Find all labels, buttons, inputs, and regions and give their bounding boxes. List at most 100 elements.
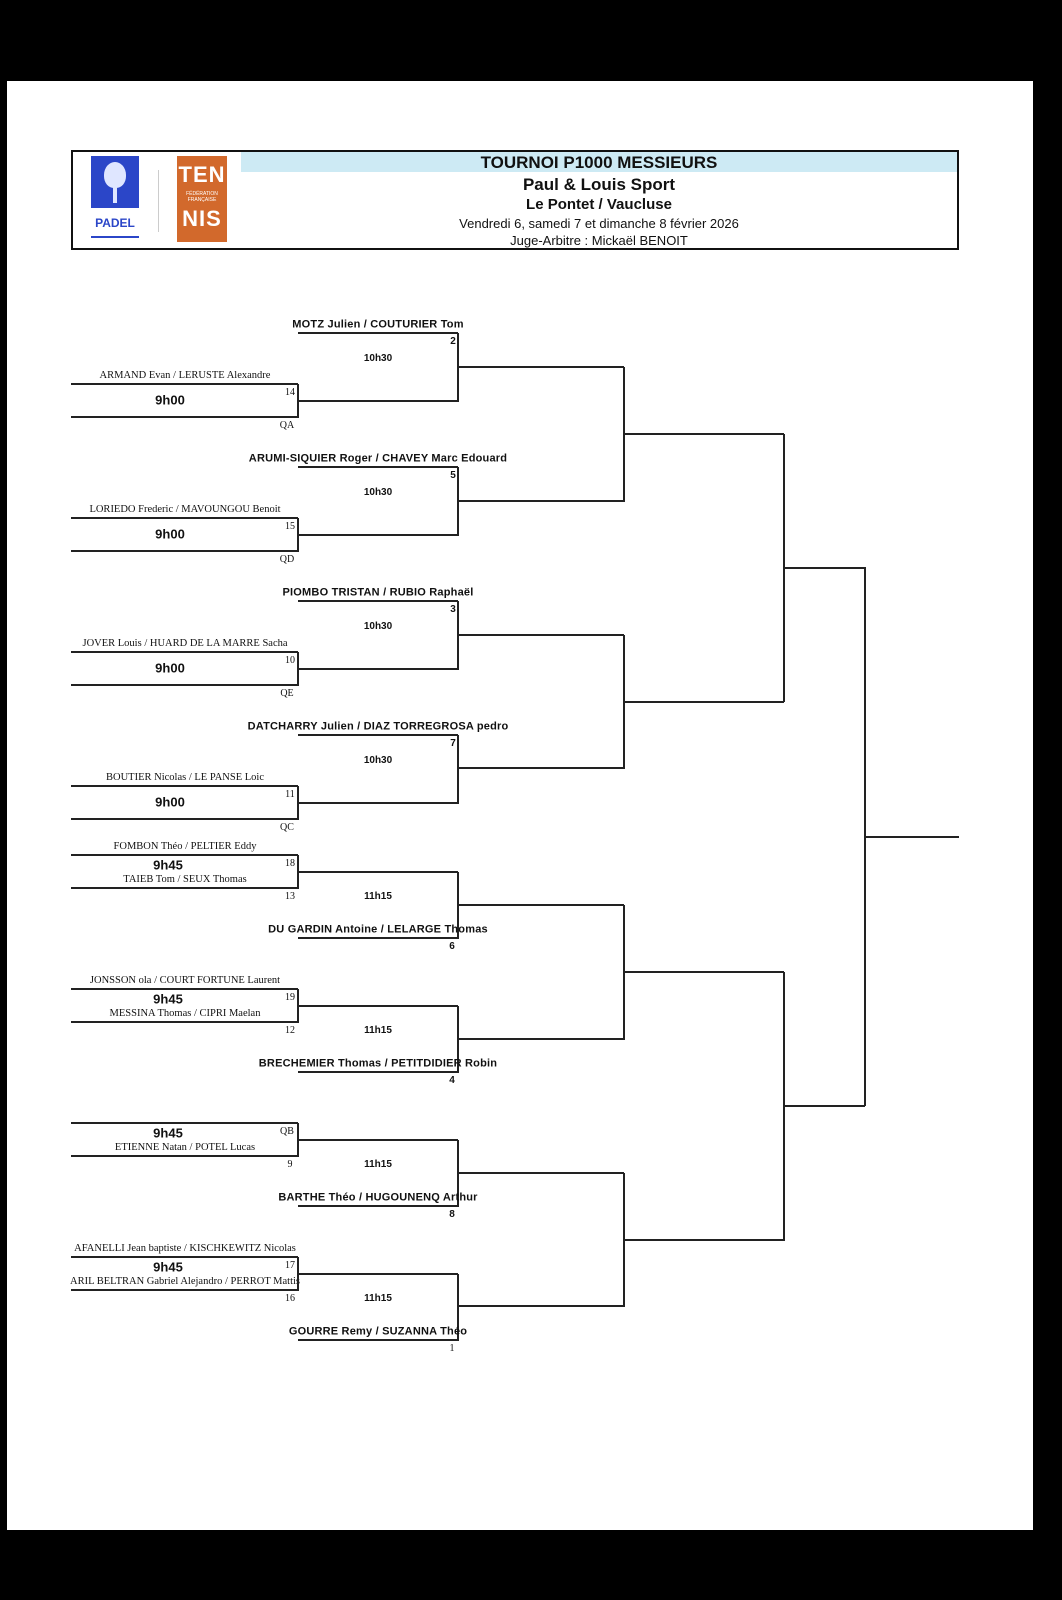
bracket-line <box>71 651 298 653</box>
bracket-line <box>71 383 298 385</box>
padel-logo: PADEL <box>89 156 141 242</box>
match-time: 11h15 <box>364 1293 392 1304</box>
bracket-line <box>298 802 458 804</box>
bracket-line <box>71 1256 298 1258</box>
seed-team-name: ARUMI-SIQUIER Roger / CHAVEY Marc Edouar… <box>248 452 508 465</box>
bracket-line <box>784 1105 865 1107</box>
bracket-line <box>458 366 624 368</box>
bracket-line <box>458 904 624 906</box>
referee: Juge-Arbitre : Mickaël BENOIT <box>510 233 688 248</box>
bracket-line <box>458 1038 624 1040</box>
bracket-line <box>71 818 298 820</box>
seed-team-name: PIOMBO TRISTAN / RUBIO Raphaël <box>282 586 474 599</box>
draw-number: 14 <box>285 387 295 398</box>
qualifier-team-name: JOVER Louis / HUARD DE LA MARRE Sacha <box>82 637 288 649</box>
bracket-line <box>624 971 784 973</box>
bracket-line <box>71 416 298 418</box>
bracket-line <box>298 668 458 670</box>
club-name: Paul & Louis Sport <box>522 175 676 194</box>
bracket-line <box>71 1155 298 1157</box>
padel-racket-icon <box>91 156 139 208</box>
team-name: TAIEB Tom / SEUX Thomas <box>123 873 247 885</box>
qualifier-label: QE <box>280 688 294 699</box>
tournament-header: PADEL TEN FÉDÉRATION FRANÇAISE NIS TOURN… <box>71 150 959 250</box>
team-name: AFANELLI Jean baptiste / KISCHKEWITZ Nic… <box>74 1242 296 1254</box>
bracket-line <box>784 566 865 569</box>
bracket-line <box>71 988 298 990</box>
seed-number: 4 <box>449 1075 455 1086</box>
seed-team-name: GOURRE Remy / SUZANNA Théo <box>288 1325 468 1338</box>
location: Le Pontet / Vaucluse <box>526 196 672 213</box>
bracket-line <box>298 1205 458 1207</box>
match-time: 11h15 <box>364 1025 392 1036</box>
bracket-line <box>298 1071 458 1073</box>
team-name: ARIL BELTRAN Gabriel Alejandro / PERROT … <box>69 1275 301 1287</box>
qualifier-label: QA <box>279 420 295 431</box>
bracket-line <box>71 550 298 552</box>
padel-logo-text: PADEL <box>95 216 135 230</box>
seed-team-name: BRECHEMIER Thomas / PETITDIDIER Robin <box>258 1057 498 1070</box>
bracket-line <box>71 785 298 787</box>
header-band <box>241 152 957 172</box>
bracket-line <box>298 937 458 939</box>
bracket-line <box>624 1238 784 1241</box>
bracket-line <box>458 500 624 502</box>
bracket-line <box>457 735 459 804</box>
seed-number: 2 <box>450 336 456 347</box>
bracket-line <box>298 1139 458 1141</box>
team-name: FOMBON Théo / PELTIER Eddy <box>113 840 257 852</box>
draw-number: 17 <box>285 1260 295 1271</box>
match-time: 11h15 <box>364 1159 392 1170</box>
bracket-line <box>458 767 624 769</box>
seed-team-name: DU GARDIN Antoine / LELARGE Thomas <box>268 923 488 936</box>
bracket-line <box>624 433 784 435</box>
match-time: 9h45 <box>153 1125 183 1141</box>
tennis-logo-middle: FÉDÉRATION FRANÇAISE <box>186 191 218 203</box>
match-time: 9h45 <box>153 1259 183 1275</box>
bracket-line <box>71 684 298 686</box>
seed-number: 8 <box>449 1209 455 1220</box>
bracket-line <box>71 1021 298 1023</box>
bracket-line <box>298 1005 458 1007</box>
draw-number: 19 <box>285 992 295 1003</box>
match-time: 9h00 <box>155 526 185 542</box>
match-time: 9h45 <box>153 991 183 1007</box>
bracket-line <box>298 1339 458 1341</box>
bracket-line <box>298 400 458 402</box>
qualifier-team-name: BOUTIER Nicolas / LE PANSE Loic <box>106 771 264 783</box>
match-time: 10h30 <box>363 487 393 498</box>
bracket-line <box>71 854 298 856</box>
bracket-line <box>298 1273 458 1275</box>
tennis-logo-top: TEN <box>178 162 226 187</box>
match-time: 9h00 <box>155 794 185 810</box>
tennis-logo-bottom: NIS <box>182 206 222 231</box>
draw-number: 9 <box>287 1159 293 1170</box>
document-page <box>7 81 1033 1530</box>
bracket-line <box>458 1172 624 1174</box>
draw-number: QB <box>280 1126 294 1137</box>
team-name: JONSSON ola / COURT FORTUNE Laurent <box>89 974 281 986</box>
bracket-line <box>71 1122 298 1124</box>
qualifier-label: QC <box>280 822 294 833</box>
bracket-line <box>298 871 458 873</box>
bracket-line <box>71 517 298 519</box>
seed-team-name: BARTHE Théo / HUGOUNENQ Arthur <box>278 1191 478 1204</box>
fft-tennis-logo: TEN FÉDÉRATION FRANÇAISE NIS <box>177 156 227 242</box>
match-time: 9h00 <box>155 660 185 676</box>
bracket-line <box>624 700 784 703</box>
dates: Vendredi 6, samedi 7 et dimanche 8 févri… <box>459 216 739 231</box>
bracket-line <box>298 466 458 468</box>
qualifier-team-name: LORIEDO Frederic / MAVOUNGOU Benoit <box>89 503 281 515</box>
team-name: ETIENNE Natan / POTEL Lucas <box>114 1141 256 1153</box>
seed-number: 1 <box>449 1343 455 1354</box>
bracket-line <box>457 1274 459 1341</box>
seed-team-name: DATCHARRY Julien / DIAZ TORREGROSA pedro <box>247 720 509 733</box>
qualifier-label: QD <box>279 554 295 565</box>
bracket-line <box>298 332 458 334</box>
draw-number: 10 <box>285 655 295 666</box>
qualifier-team-name: ARMAND Evan / LERUSTE Alexandre <box>99 369 271 381</box>
match-time: 9h45 <box>153 857 183 873</box>
match-time: 10h30 <box>363 621 393 632</box>
seed-number: 7 <box>450 738 456 749</box>
